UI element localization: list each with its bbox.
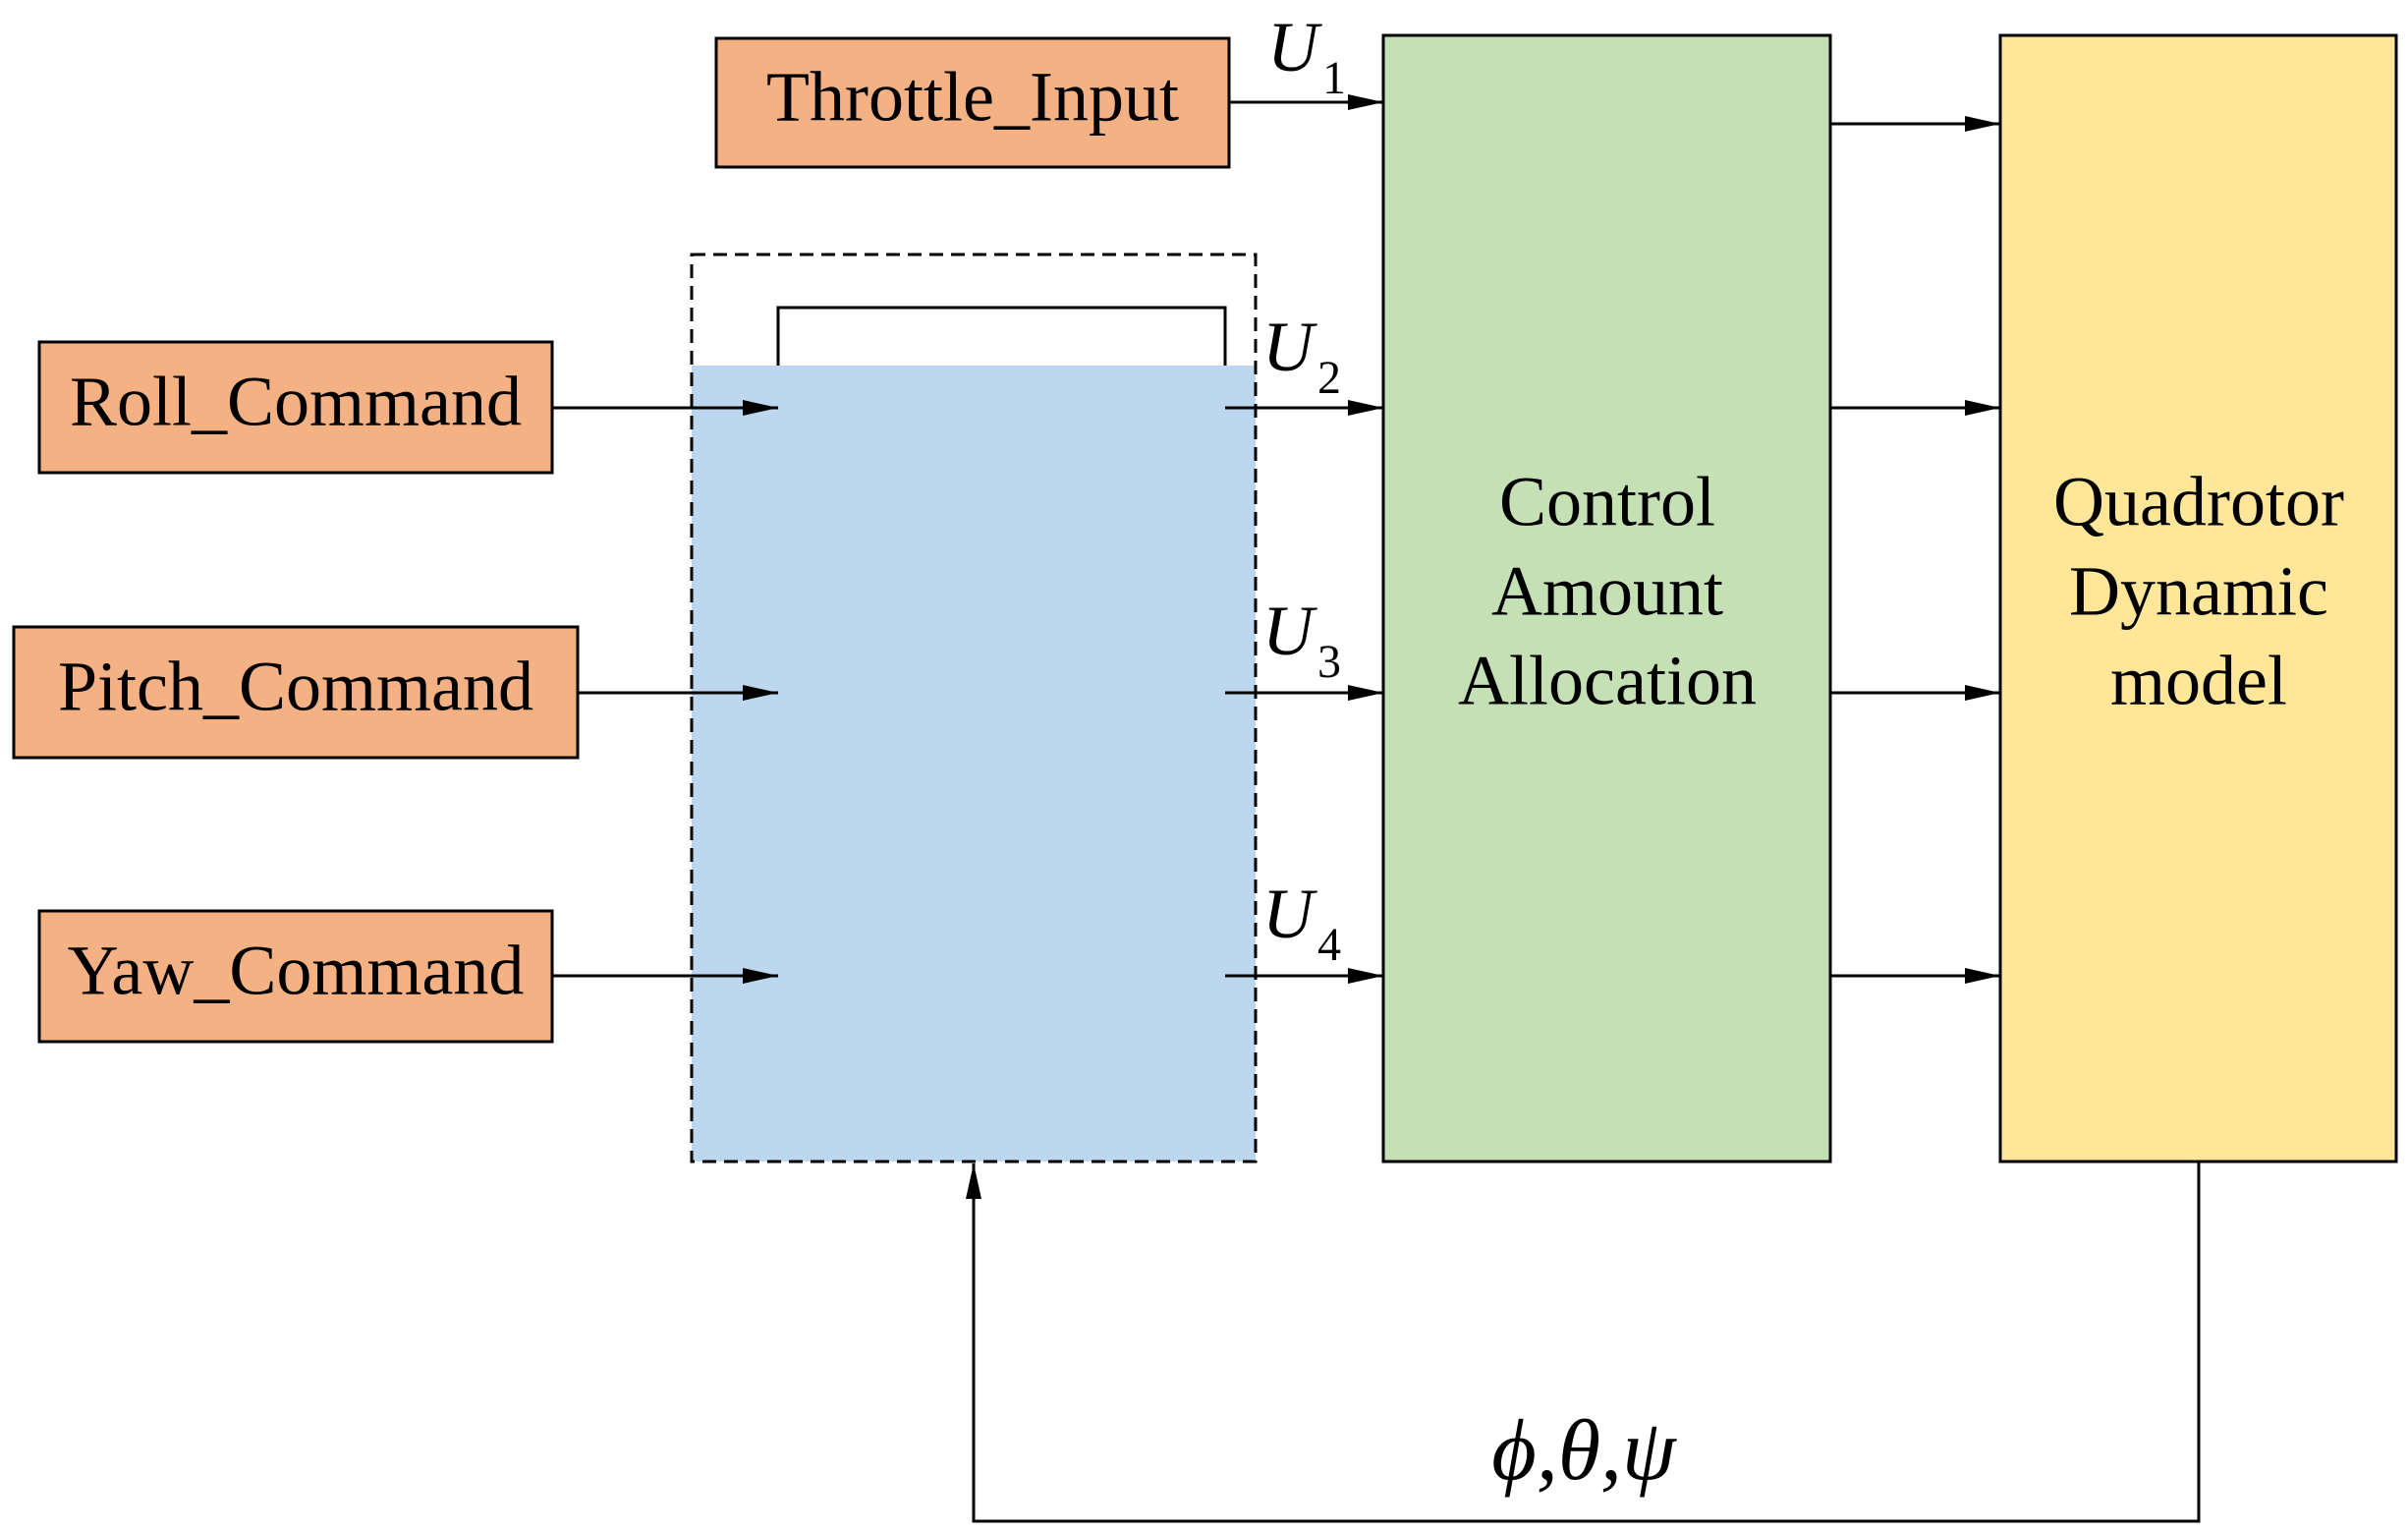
dynamics-label-line3: model	[2110, 642, 2287, 720]
throttle-input-block: Throttle_Input	[714, 36, 1231, 169]
controller-block	[690, 253, 1258, 1163]
throttle-input-label: Throttle_Input	[766, 58, 1179, 137]
u3-subscript: 3	[1317, 636, 1341, 688]
roll-command-block: Roll_Command	[37, 340, 554, 475]
controller-inner-bracket	[776, 306, 1227, 366]
u2-base: U	[1262, 308, 1317, 386]
pitch-command-label: Pitch_Command	[58, 648, 533, 726]
u3-base: U	[1262, 592, 1317, 670]
dynamics-block: Quadrotor Dynamic model	[1998, 33, 2398, 1163]
u4-label: U 4	[1262, 875, 1341, 971]
controller-fill	[692, 366, 1256, 1162]
yaw-command-box	[37, 909, 554, 1044]
throttle-input-box	[714, 36, 1231, 169]
allocation-label-line3: Allocation	[1458, 642, 1757, 720]
feedback-line	[966, 1162, 2201, 1523]
pitch-command-box	[12, 625, 580, 760]
u2-label: U 2	[1262, 308, 1341, 404]
roll-command-label: Roll_Command	[70, 363, 522, 441]
u1-subscript: 1	[1322, 52, 1346, 104]
controller-dashed-border	[690, 253, 1258, 1163]
u4-base: U	[1262, 875, 1317, 953]
dynamics-label-line2: Dynamic	[2069, 552, 2328, 631]
dynamics-label-line1: Quadrotor	[2053, 463, 2344, 541]
u4-subscript: 4	[1317, 919, 1341, 971]
u2-subscript: 2	[1317, 352, 1341, 404]
dynamics-box	[1998, 33, 2398, 1163]
allocation-box	[1381, 33, 1832, 1163]
pitch-command-block: Pitch_Command	[12, 625, 580, 760]
allocation-block: Control Amount Allocation	[1381, 33, 1832, 1163]
yaw-command-label: Yaw_Command	[68, 932, 525, 1010]
yaw-command-block: Yaw_Command	[37, 909, 554, 1044]
allocation-label-line1: Control	[1499, 463, 1715, 541]
feedback-label: ϕ,θ,ψ	[1491, 1403, 1677, 1499]
u3-label: U 3	[1262, 592, 1341, 688]
u1-label: U 1	[1267, 8, 1346, 104]
roll-command-box	[37, 340, 554, 475]
allocation-label-line2: Amount	[1491, 552, 1723, 631]
u1-base: U	[1267, 8, 1322, 86]
